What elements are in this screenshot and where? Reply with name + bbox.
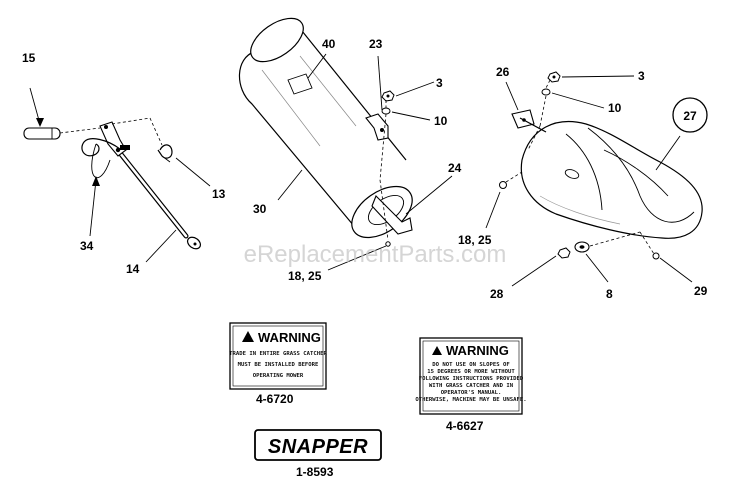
decal-4-6627-line-6: OTHERWISE, MACHINE MAY BE UNSAFE. bbox=[415, 397, 526, 403]
callout-34: 34 bbox=[80, 239, 94, 253]
callout-26: 26 bbox=[496, 65, 510, 79]
decal-4-6627-line-2: 15 DEGREES OR MORE WITHOUT bbox=[427, 369, 515, 375]
decal-4-6720-line-2: MUST BE INSTALLED BEFORE bbox=[238, 362, 319, 368]
decal-4-6720-line-1: TRADE IN ENTIRE GRASS CATCHER bbox=[229, 351, 327, 357]
decal-4-6627-part-number: 4-6627 bbox=[446, 419, 484, 433]
callout-29: 29 bbox=[694, 284, 708, 298]
callout-8: 8 bbox=[606, 287, 613, 301]
callout-10-left: 10 bbox=[434, 114, 448, 128]
dashed-guides-left bbox=[59, 117, 163, 146]
decal-4-6720: WARNING TRADE IN ENTIRE GRASS CATCHER MU… bbox=[229, 322, 327, 390]
bag-label-part-40 bbox=[287, 73, 313, 95]
callout-18-25-left: 18, 25 bbox=[288, 269, 322, 283]
dashed-guides-center bbox=[379, 100, 389, 241]
rod-part-14 bbox=[113, 145, 202, 250]
hairpin-clip-part-34 bbox=[81, 138, 121, 179]
mount-bracket-part-24 bbox=[371, 195, 413, 247]
decal-4-6720-title: WARNING bbox=[258, 330, 321, 345]
nut-part-3-left bbox=[381, 90, 395, 102]
pin-part-15 bbox=[23, 127, 61, 140]
bracket-plate bbox=[99, 121, 130, 157]
leader-lines bbox=[29, 53, 708, 287]
decal-1-8593-part-number: 1-8593 bbox=[296, 465, 334, 479]
callout-28: 28 bbox=[490, 287, 504, 301]
nut-part-3-right bbox=[547, 71, 561, 83]
decal-4-6627-line-5: OPERATOR'S MANUAL. bbox=[441, 390, 502, 396]
decal-4-6627-line-1: DO NOT USE ON SLOPES OF bbox=[432, 362, 510, 368]
callout-27: 27 bbox=[683, 109, 697, 123]
callout-14: 14 bbox=[126, 262, 140, 276]
decal-4-6627-line-4: WITH GRASS CATCHER AND IN bbox=[429, 383, 514, 389]
callout-18-25-right: 18, 25 bbox=[458, 233, 492, 247]
callout-24: 24 bbox=[448, 161, 462, 175]
washer-part-10-left bbox=[381, 107, 391, 115]
decal-1-8593: SNAPPER bbox=[254, 429, 382, 461]
callout-40: 40 bbox=[322, 37, 336, 51]
callout-15: 15 bbox=[22, 51, 36, 65]
washer-part-10-right bbox=[541, 88, 551, 96]
decal-4-6720-line-3: OPERATING MOWER bbox=[253, 373, 304, 379]
decal-4-6720-part-number: 4-6720 bbox=[256, 392, 294, 406]
screw-part-18-25-right bbox=[499, 181, 507, 189]
callout-3-left: 3 bbox=[436, 76, 443, 90]
washer-part-8 bbox=[574, 241, 590, 253]
callout-3-right: 3 bbox=[638, 69, 645, 83]
decal-4-6627: WARNING DO NOT USE ON SLOPES OF 15 DEGRE… bbox=[415, 337, 527, 415]
decal-4-6627-line-3: FOLLOWING INSTRUCTIONS PROVIDED bbox=[419, 376, 524, 382]
clamp-bracket-part-23 bbox=[365, 113, 389, 141]
nut-part-28 bbox=[557, 247, 571, 259]
screw-part-29 bbox=[652, 252, 660, 260]
cotter-pin-part-13 bbox=[157, 144, 173, 163]
callout-labels: 15 34 14 13 30 40 23 3 10 24 18, 25 26 3… bbox=[22, 37, 708, 301]
watermark-text: eReplacementParts.com bbox=[244, 241, 507, 268]
dashed-guides-right bbox=[505, 79, 655, 255]
decal-4-6627-title: WARNING bbox=[446, 343, 509, 358]
snapper-logo-text: SNAPPER bbox=[268, 436, 368, 458]
callout-13: 13 bbox=[212, 187, 226, 201]
callout-30: 30 bbox=[253, 202, 267, 216]
callout-10-right: 10 bbox=[608, 101, 622, 115]
callout-23: 23 bbox=[369, 37, 383, 51]
chute-part-27 bbox=[520, 121, 703, 239]
latch-part-26 bbox=[511, 109, 547, 133]
